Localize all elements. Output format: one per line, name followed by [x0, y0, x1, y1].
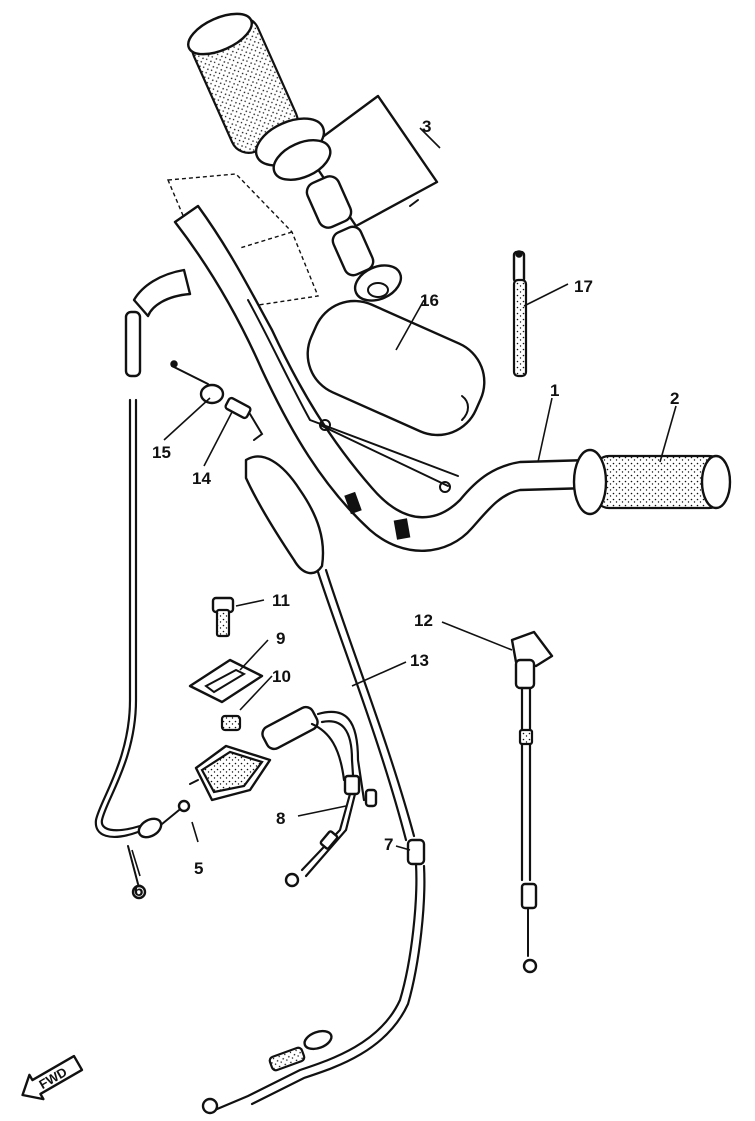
- callout-7: 7: [384, 835, 393, 854]
- callout-1: 1: [550, 381, 559, 400]
- callout-15: 15: [152, 443, 171, 462]
- callout-labels: 1 2 3 5 6 7 8 9 10 11 12 13 14 15 16 17: [134, 117, 679, 900]
- brake-cable: [510, 630, 554, 974]
- callout-8: 8: [276, 809, 285, 828]
- switch-plate: [188, 658, 264, 704]
- nut: [220, 714, 242, 732]
- handlebar-pad: [306, 299, 486, 437]
- callout-12: 12: [414, 611, 433, 630]
- callout-2: 2: [670, 389, 679, 408]
- callout-6: 6: [134, 881, 143, 900]
- leader-lines: [131, 127, 677, 877]
- callout-5: 5: [194, 859, 203, 878]
- switch-box: [189, 744, 272, 802]
- switch-small-parts: [170, 360, 264, 441]
- callout-14: 14: [192, 469, 211, 488]
- throttle-grip-assembly: [187, 12, 439, 302]
- callout-3: 3: [422, 117, 431, 136]
- callout-17: 17: [574, 277, 593, 296]
- callout-13: 13: [410, 651, 429, 670]
- grip: [572, 448, 732, 516]
- callout-10: 10: [272, 667, 291, 686]
- bolt: [211, 596, 235, 638]
- forward-arrow: FWD: [21, 1054, 84, 1101]
- throttle-cable-junction: [261, 705, 378, 888]
- throttle-cable: [201, 455, 426, 1115]
- callout-11: 11: [272, 591, 290, 610]
- clutch-cable: [94, 268, 192, 900]
- cable-end: [161, 799, 191, 825]
- clamp-screw: [512, 250, 528, 378]
- callout-16: 16: [420, 291, 439, 310]
- callout-9: 9: [276, 629, 285, 648]
